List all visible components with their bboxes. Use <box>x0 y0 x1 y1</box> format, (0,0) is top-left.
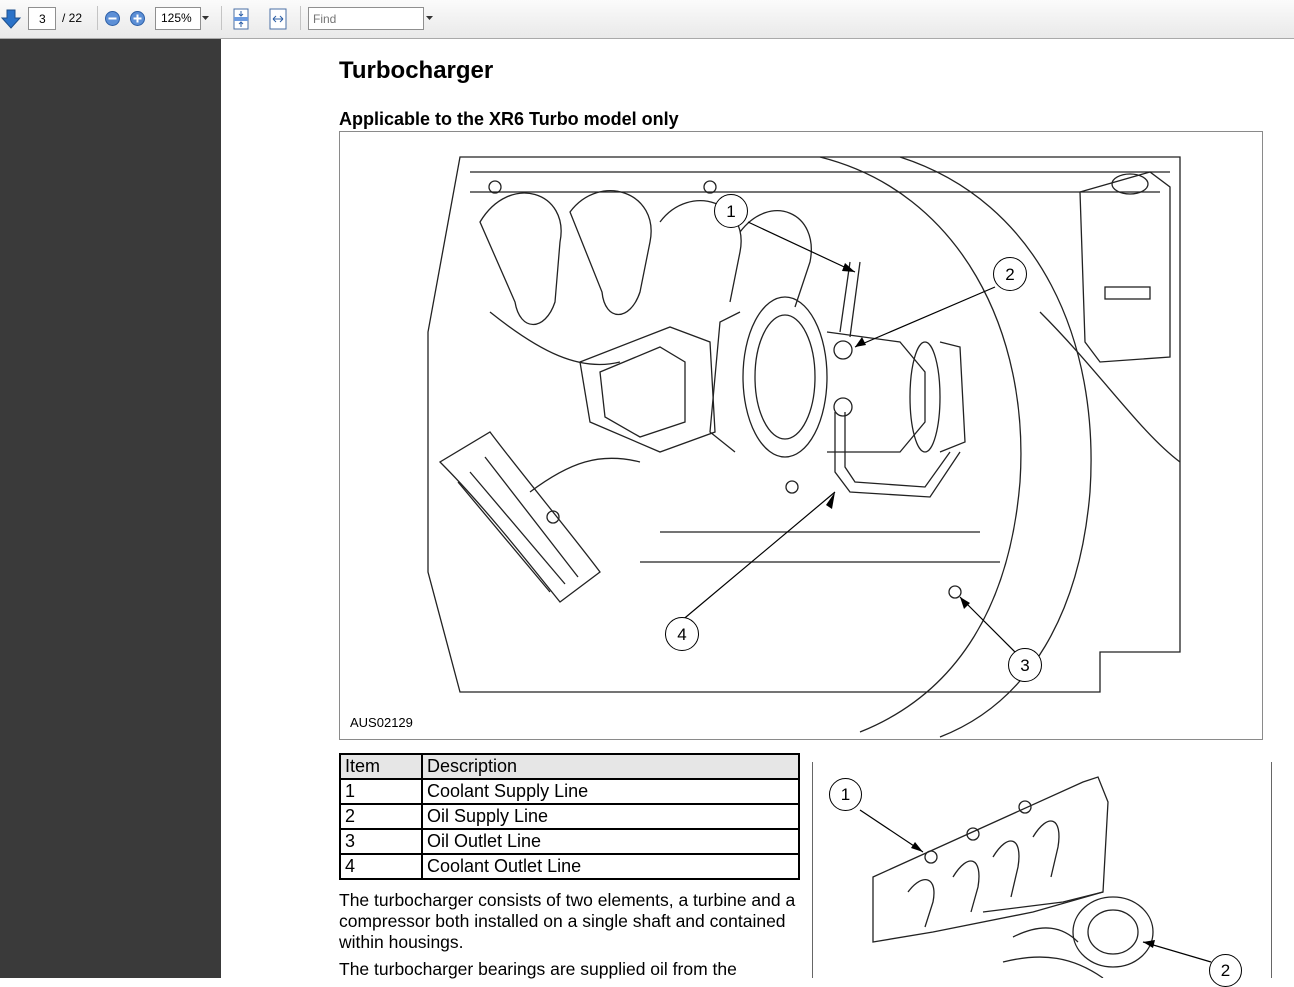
find-options-chevron-icon[interactable] <box>425 15 434 21</box>
toolbar-divider <box>97 6 98 30</box>
figure2-callout-2: 2 <box>1209 954 1242 987</box>
fit-page-icon[interactable] <box>231 8 251 30</box>
fit-width-icon[interactable] <box>267 8 289 30</box>
row-description: Oil Outlet Line <box>421 828 800 855</box>
navigation-pane <box>0 39 221 978</box>
body-paragraph: The turbocharger bearings are supplied o… <box>339 959 737 979</box>
row-item: 3 <box>339 828 423 855</box>
figure-code: AUS02129 <box>350 715 413 730</box>
turbocharger-illustration: 1 2 3 4 <box>339 131 1263 740</box>
row-item: 2 <box>339 803 423 830</box>
row-item: 4 <box>339 853 423 880</box>
header-description: Description <box>421 753 800 780</box>
callout-4-label: 4 <box>677 625 687 644</box>
engine-line-drawing <box>427 156 1181 738</box>
callout-4: 4 <box>665 617 699 651</box>
row-description: Coolant Outlet Line <box>421 853 800 880</box>
manifold-line-drawing <box>859 776 1212 979</box>
zoom-level-field[interactable]: 125% <box>155 7 201 30</box>
table-row: 4 Coolant Outlet Line <box>339 853 800 880</box>
toolbar-divider <box>221 6 222 30</box>
find-input[interactable] <box>308 7 424 30</box>
toolbar-divider <box>300 6 301 30</box>
figure2-callout-2-label: 2 <box>1220 961 1231 980</box>
callout-1-label: 1 <box>726 202 736 221</box>
zoom-in-icon[interactable] <box>129 10 146 27</box>
manifold-illustration: 1 2 <box>812 762 1272 987</box>
page-title: Turbocharger <box>339 57 494 84</box>
row-item: 1 <box>339 778 423 805</box>
body-paragraph: The turbocharger consists of two element… <box>339 890 796 952</box>
header-item: Item <box>339 753 423 780</box>
next-page-arrow-icon[interactable] <box>0 8 22 30</box>
table-row: 2 Oil Supply Line <box>339 803 800 830</box>
section-subtitle: Applicable to the XR6 Turbo model only <box>339 109 679 129</box>
row-description: Coolant Supply Line <box>421 778 800 805</box>
callout-1: 1 <box>714 194 748 228</box>
zoom-out-icon[interactable] <box>104 10 121 27</box>
row-description: Oil Supply Line <box>421 803 800 830</box>
page-total-label: / 22 <box>62 11 83 25</box>
callout-3-label: 3 <box>1020 656 1030 675</box>
table-header-row: Item Description <box>339 753 800 780</box>
callout-3: 3 <box>1008 648 1042 682</box>
figure2-callout-1-label: 1 <box>840 785 851 804</box>
table-row: 3 Oil Outlet Line <box>339 828 800 855</box>
zoom-dropdown-chevron-icon[interactable] <box>201 15 210 21</box>
callout-2: 2 <box>993 257 1027 291</box>
figure2-callout-1: 1 <box>829 778 862 811</box>
pdf-toolbar: / 22 125% <box>0 0 1294 39</box>
item-description-table: Item Description 1 Coolant Supply Line 2… <box>339 753 800 880</box>
callout-2-label: 2 <box>1005 265 1015 284</box>
table-row: 1 Coolant Supply Line <box>339 778 800 805</box>
zoom-level-value: 125% <box>161 11 192 25</box>
page-number-input[interactable] <box>28 7 56 30</box>
